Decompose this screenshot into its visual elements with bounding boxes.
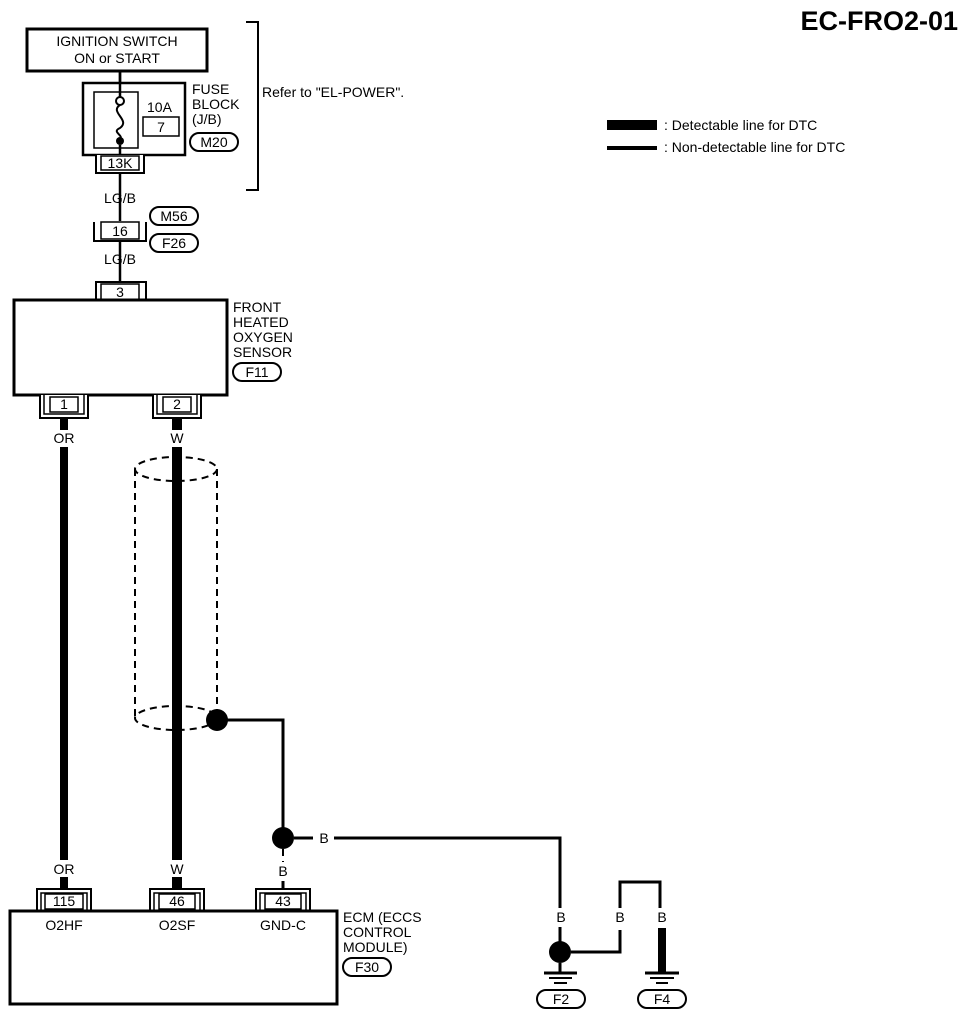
wire-label-b-junction: B xyxy=(319,830,328,846)
fuse-number-box xyxy=(142,116,180,137)
diagram-title: EC-FRO2-01 xyxy=(800,6,958,36)
joint-connector-tag-m56: M56 xyxy=(149,206,199,226)
wire-label-lgb-upper: LG/B xyxy=(104,190,136,206)
ignition-switch-line1: IGNITION SWITCH xyxy=(56,33,177,49)
ecm-connector-43-pin: 43 xyxy=(275,893,291,909)
ground-tag-f4-label: F4 xyxy=(654,991,671,1007)
oxygen-sensor-label-3: OXYGEN xyxy=(233,329,293,345)
ecm-connector-tag: F30 xyxy=(342,957,392,977)
wire-label-lgb-lower: LG/B xyxy=(104,251,136,267)
ground-tag-f4: F4 xyxy=(637,989,687,1009)
legend: : Detectable line for DTC : Non-detectab… xyxy=(607,117,845,155)
joint-connector-16: 16 xyxy=(93,221,147,242)
refer-bracket xyxy=(246,21,259,191)
sensor-connector-3: 3 xyxy=(95,281,147,301)
oxygen-sensor-box xyxy=(12,298,229,397)
ignition-switch: IGNITION SWITCH ON or START xyxy=(25,27,209,73)
oxygen-sensor-label-4: SENSOR xyxy=(233,344,292,360)
legend-non-detectable-label: : Non-detectable line for DTC xyxy=(664,139,845,155)
legend-detectable-label: : Detectable line for DTC xyxy=(664,117,817,133)
fuse-block-label-1: FUSE xyxy=(192,81,229,97)
ground-tag-f2-label: F2 xyxy=(553,991,570,1007)
sensor-connector-3-pin: 3 xyxy=(116,284,124,300)
wire-label-b-f2: B xyxy=(556,909,565,925)
sensor-connector-1: 1 xyxy=(39,395,89,419)
ecm-terminal-gnd-c: GND-C xyxy=(260,917,306,933)
ecm-connector-46: 46 xyxy=(149,888,205,911)
fuse-terminal xyxy=(116,137,124,145)
fuse-block-label-3: (J/B) xyxy=(192,111,222,127)
ecm-connector-46-pin: 46 xyxy=(169,893,185,909)
oxygen-sensor-connector-tag: F11 xyxy=(232,362,282,382)
connector-13k-pin: 13K xyxy=(108,155,134,171)
refer-note: Refer to "EL-POWER". xyxy=(262,84,404,100)
wire-label-b-f4-right: B xyxy=(657,909,666,925)
oxygen-sensor-label-1: FRONT xyxy=(233,299,282,315)
ground-junction-dot xyxy=(272,827,294,849)
wire-label-or-top: OR xyxy=(54,430,75,446)
ecm-terminal-o2sf: O2SF xyxy=(159,917,196,933)
joint-connector-tag-m56-label: M56 xyxy=(160,208,187,224)
ecm-connector-43: 43 xyxy=(255,888,311,911)
fuse-block: 10A 7 xyxy=(81,71,187,157)
joint-connector-tag-f26: F26 xyxy=(149,233,199,253)
ground-symbol-f2 xyxy=(544,971,577,984)
ecm-label-1: ECM (ECCS xyxy=(343,909,422,925)
wire-label-or-bottom: OR xyxy=(54,861,75,877)
ecm-connector-115-pin: 115 xyxy=(53,893,76,909)
ecm-box xyxy=(8,909,339,1006)
ecm-connector-115: 115 xyxy=(36,888,92,911)
fuse-block-label-2: BLOCK xyxy=(192,96,240,112)
ecm-connector-tag-label: F30 xyxy=(355,959,379,975)
wire-label-w-top: W xyxy=(170,430,184,446)
ecm-terminal-o2hf: O2HF xyxy=(45,917,82,933)
joint-connector-16-pin: 16 xyxy=(112,223,128,239)
fuse-number: 7 xyxy=(157,119,165,135)
sensor-connector-2-pin: 2 xyxy=(173,396,181,412)
ignition-switch-line2: ON or START xyxy=(74,50,160,66)
sensor-connector-2: 2 xyxy=(152,395,202,419)
ecm-label-3: MODULE) xyxy=(343,939,408,955)
oxygen-sensor-label-2: HEATED xyxy=(233,314,289,330)
fuse-block-connector-tag: M20 xyxy=(189,132,239,152)
ground-symbol-f4 xyxy=(645,971,679,984)
wire-label-w-bottom: W xyxy=(170,861,184,877)
joint-connector-tag-f26-label: F26 xyxy=(162,235,186,251)
wire-label-b-f4-left: B xyxy=(615,909,624,925)
ground-tag-f2: F2 xyxy=(536,989,586,1009)
fuse-block-connector-label: M20 xyxy=(200,134,227,150)
wire-label-b-vertical: B xyxy=(278,863,287,879)
connector-13k: 13K xyxy=(95,155,145,174)
fuse-rating: 10A xyxy=(147,99,173,115)
oxygen-sensor-connector-label: F11 xyxy=(245,364,268,380)
ecm-label-2: CONTROL xyxy=(343,924,412,940)
ground-f2-junction-dot xyxy=(549,941,571,963)
sensor-connector-1-pin: 1 xyxy=(60,396,68,412)
